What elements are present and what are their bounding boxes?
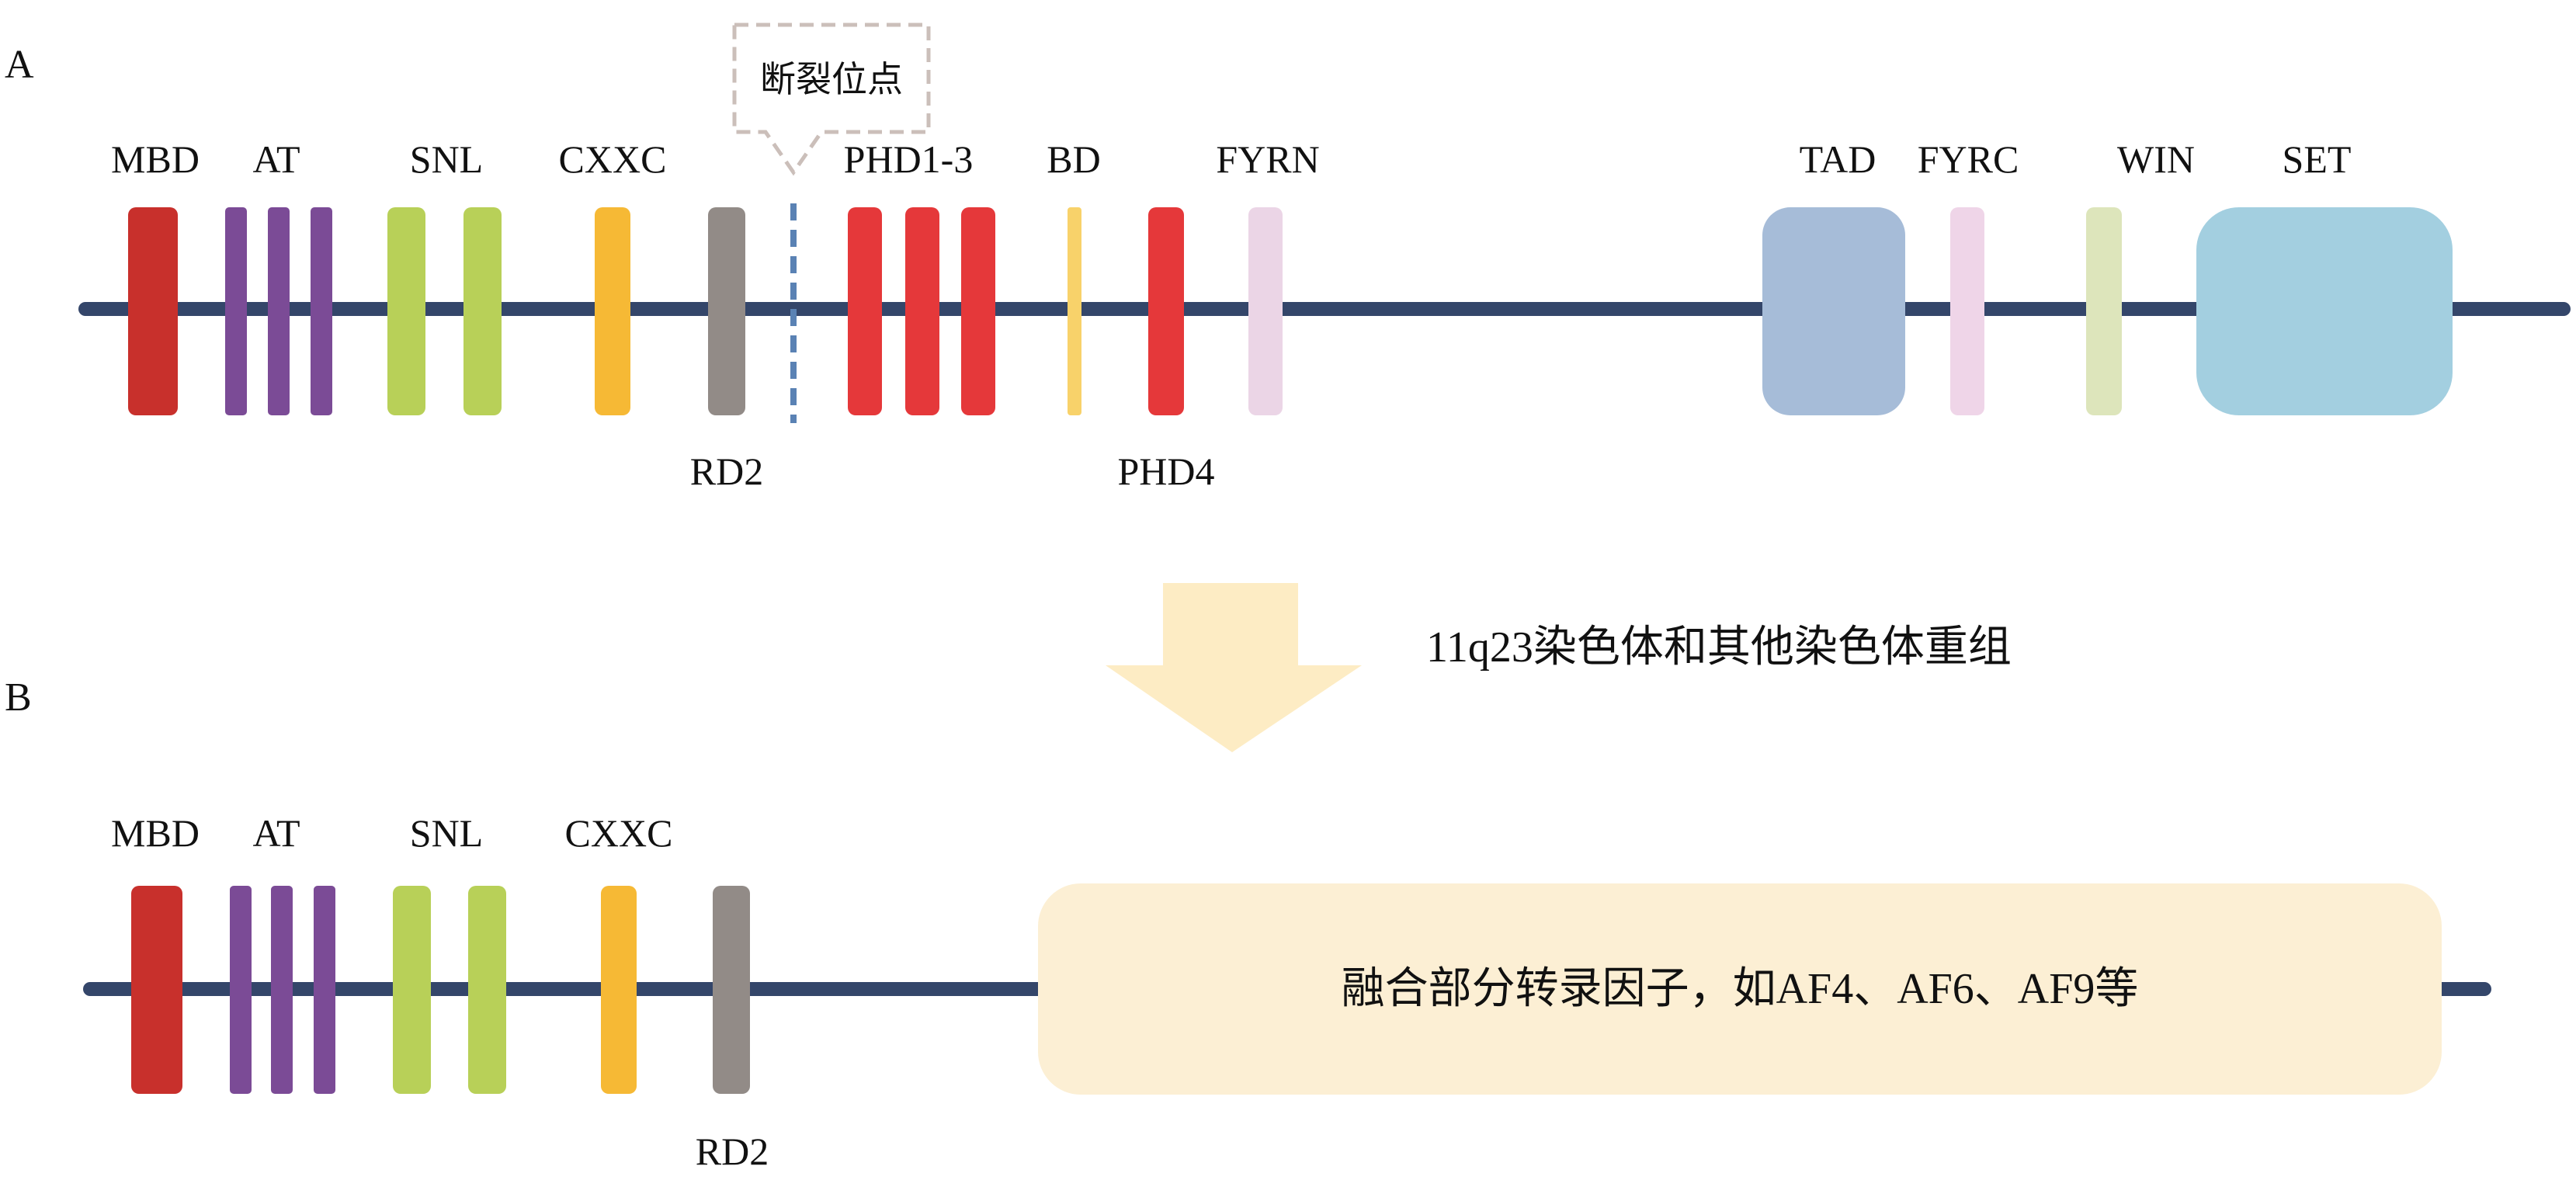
panel-a-label-bd: BD [1047,137,1100,181]
panel-a-domain-fyrc [1950,207,1984,415]
panel-a-domain-snl2 [463,207,502,415]
panel-b-labels: MBD AT SNL CXXC RD2 [111,811,769,1173]
panel-a-domain-fyrn [1248,207,1283,415]
panel-a-domain-win [2086,207,2122,415]
panel-b-letter: B [5,675,32,720]
panel-a-label-set: SET [2283,137,2352,181]
panel-a-labels: MBD AT SNL CXXC RD2 PHD1-3 BD PHD4 FYRN TAD FYRC WI… [111,137,2351,493]
panel-a-domain-mbd [128,207,178,415]
fusion-partner-box [1038,883,2442,1095]
panel-a-label-cxxc: CXXC [559,137,667,181]
recombination-label: 11q23染色体和其他染色体重组 [1426,623,2012,672]
panel-a-domain-phd1 [848,207,882,415]
panel-b-label-snl1: SNL [410,811,483,855]
panel-b-domain-mbd [131,886,182,1094]
panel-a-domain-snl1 [387,207,425,415]
panel-a-domain-bd [1068,207,1081,415]
panel-a-label-tad: TAD [1800,137,1876,181]
panel-a-domain-at3 [311,207,332,415]
panel-b-domain-at2 [271,886,293,1094]
panel-a-domain-phd4 [1148,207,1184,415]
fusion-partner-label: 融合部分转录因子，如AF4、AF6、AF9等 [1342,965,2139,1013]
panel-a-domain-phd2 [905,207,939,415]
panel-b-domain-cxxc [601,886,637,1094]
down-arrow-icon [1106,583,1362,752]
panel-a-domain-at2 [268,207,290,415]
panel-b-domain-at3 [314,886,335,1094]
panel-a-label-rd2: RD2 [690,449,763,493]
panel-a-domains [128,207,2453,415]
panel-b-label-rd2: RD2 [696,1130,769,1173]
panel-a-label-at1: AT [252,137,300,181]
panel-b-label-at1: AT [252,811,300,855]
panel-b-domains [131,886,750,1094]
panel-a-label-phd1: PHD1-3 [844,137,974,181]
panel-a-domain-set [2196,207,2453,415]
panel-a-label-win: WIN [2117,137,2195,181]
panel-b-domain-snl1 [393,886,431,1094]
panel-a-domain-cxxc [595,207,630,415]
panel-a-label-fyrc: FYRC [1918,137,2019,181]
panel-a-domain-rd2 [708,207,745,415]
breakpoint-callout: 断裂位点 [732,23,931,176]
panel-b-domain-at1 [230,886,252,1094]
panel-a-domain-at1 [225,207,247,415]
panel-b-domain-rd2 [713,886,750,1094]
panel-b-label-cxxc: CXXC [565,811,673,855]
panel-a-label-snl1: SNL [410,137,483,181]
panel-a-letter: A [5,43,34,87]
panel-a-label-phd4: PHD4 [1117,449,1214,493]
panel-a-label-fyrn: FYRN [1216,137,1319,181]
panel-a-label-mbd: MBD [111,137,200,181]
callout-label: 断裂位点 [760,60,903,99]
panel-b-label-mbd: MBD [111,811,200,855]
panel-a-domain-phd3 [961,207,995,415]
panel-a-domain-tad [1762,207,1905,415]
panel-b-domain-snl2 [468,886,506,1094]
